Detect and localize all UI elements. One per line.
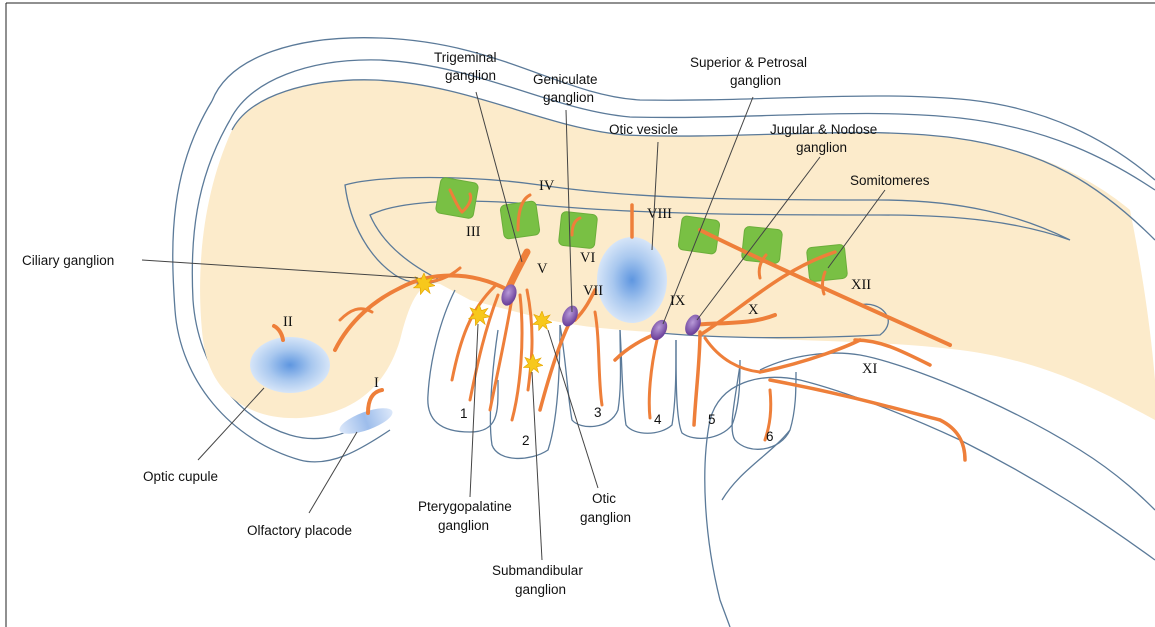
nerve-X: X	[748, 302, 759, 318]
label-ciliary-ganglion: Ciliary ganglion	[22, 253, 114, 268]
label-submandibular-l1: Submandibular	[492, 563, 583, 578]
label-superior-petrosal-l1: Superior & Petrosal	[690, 55, 807, 70]
label-trigeminal-l1: Trigeminal	[434, 50, 497, 65]
label-trigeminal-l2: ganglion	[445, 68, 496, 83]
optic-cupule	[250, 337, 330, 393]
arch-2: 2	[522, 433, 530, 448]
nerve-XI: XI	[862, 361, 877, 377]
label-superior-petrosal-l2: ganglion	[730, 73, 781, 88]
arch-4: 4	[654, 412, 662, 427]
label-somitomeres: Somitomeres	[850, 173, 930, 188]
nerve-VI: VI	[580, 250, 595, 266]
label-geniculate-l1: Geniculate	[533, 72, 598, 87]
olfactory-placode	[337, 403, 396, 439]
otic-vesicle	[597, 237, 667, 323]
body-lower-outline	[705, 377, 1155, 627]
label-otic-ganglion-l2: ganglion	[580, 510, 631, 525]
nerve-II: II	[283, 314, 293, 330]
label-optic-cupule: Optic cupule	[143, 469, 218, 484]
arch-1: 1	[460, 406, 468, 421]
label-submandibular-l2: ganglion	[515, 582, 566, 597]
nerve-XII: XII	[851, 277, 871, 293]
label-jugular-nodose-l2: ganglion	[796, 140, 847, 155]
label-geniculate-l2: ganglion	[543, 90, 594, 105]
arch-6: 6	[766, 429, 774, 444]
nerve-VIII: VIII	[647, 206, 672, 222]
nerve-VII: VII	[583, 283, 603, 299]
nerve-V: V	[537, 261, 548, 277]
label-otic-vesicle: Otic vesicle	[609, 122, 678, 137]
arch-5: 5	[708, 412, 716, 427]
nerve-III: III	[466, 224, 481, 240]
nerve-I: I	[374, 375, 379, 391]
label-otic-ganglion-l1: Otic	[592, 491, 616, 506]
label-olfactory-placode: Olfactory placode	[247, 523, 352, 538]
label-pterygopalatine-l1: Pterygopalatine	[418, 499, 512, 514]
submandibular-ganglion	[524, 354, 544, 374]
arch-3: 3	[594, 405, 602, 420]
nerve-IX: IX	[670, 293, 686, 309]
label-pterygopalatine-l2: ganglion	[438, 518, 489, 533]
label-jugular-nodose-l1: Jugular & Nodose	[770, 122, 877, 137]
nerve-IV: IV	[539, 178, 555, 194]
